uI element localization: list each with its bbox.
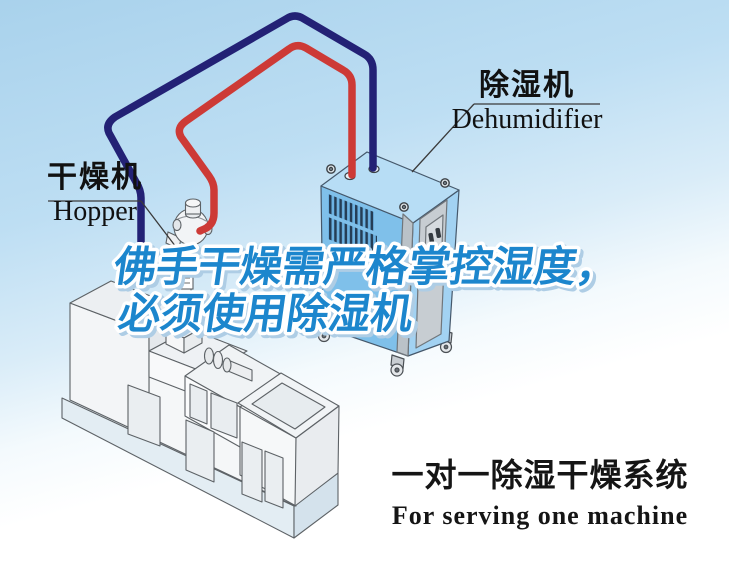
headline-line1: 佛手干燥需严格掌控湿度， [110,243,621,290]
dehumidifier-label-zh: 除湿机 [479,69,575,102]
rocker-switch [435,227,442,239]
rocker-switch [428,232,435,244]
machine-window [210,392,238,439]
dehumidifier-label-en: Dehumidifier [451,103,603,135]
dehumidifier-label: 除湿机 Dehumidifier [448,69,606,135]
return-pipe [104,12,377,250]
machine-window [185,419,215,483]
hopper-dryer [165,198,213,331]
hopper-leader-line [140,200,177,248]
supply-pipe [175,42,356,235]
corner-post [396,213,414,357]
machine-window [127,384,161,447]
machine-window [241,441,263,503]
eye-bolts [326,164,450,212]
dehumidifier-leader-line [411,103,475,173]
switch-panel [424,214,444,260]
headline: 佛手干燥需严格掌控湿度， 必须使用除湿机 [107,240,625,341]
caption-en: For serving one machine [391,501,689,530]
leader-lines [48,103,600,248]
headline-line2: 必须使用除湿机 [116,290,416,337]
hopper-label-zh: 干燥机 [47,161,143,194]
caption: 一对一除湿干燥系统 For serving one machine [368,450,712,531]
vent-grilles [328,194,377,258]
machine-window [189,383,208,425]
machine-window [264,450,284,509]
hopper-label: 干燥机 Hopper [30,161,160,227]
caption-zh: 一对一除湿干燥系统 [391,457,689,493]
hopper-label-en: Hopper [53,195,137,227]
